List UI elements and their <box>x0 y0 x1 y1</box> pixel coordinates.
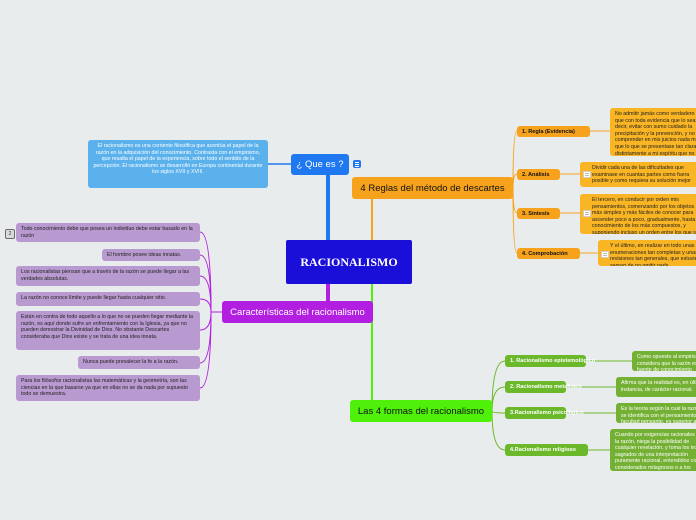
note-icon[interactable] <box>583 171 591 178</box>
forma-1-label: 1. Racionalismo epistemológico <box>510 358 596 364</box>
regla-3-label: 3. Síntesis <box>522 210 550 217</box>
regla-2-node[interactable]: 2. Análisis <box>517 169 560 180</box>
forma-4-text[interactable]: Cuando por exigencias racionales de la r… <box>610 429 696 471</box>
note-icon[interactable] <box>601 251 609 258</box>
caracteristica-6-text: Nunca puede prevalecer la fe a la razón. <box>83 359 179 365</box>
caracteristica-4[interactable]: La razón no conoce límite y puede llegar… <box>16 292 200 306</box>
que-es-description[interactable]: El racionalismo es una corriente filosóf… <box>88 140 268 188</box>
regla-2-text[interactable]: Dividir cada una de las dificultades que… <box>580 162 696 187</box>
caracteristica-3[interactable]: Los racionalistas piensan que a través d… <box>16 266 200 286</box>
regla-4-text-content: Y el último, en realizar en todo unas en… <box>610 243 696 266</box>
caracteristicas-label: Características del racionalismo <box>230 306 365 318</box>
caracteristica-5[interactable]: Están en contra de todo aquello a lo que… <box>16 311 200 350</box>
central-topic[interactable]: RACIONALISMO <box>286 240 412 284</box>
forma-3-text[interactable]: Es la teoría según la cual la razón se i… <box>616 403 696 423</box>
forma-1-node[interactable]: 1. Racionalismo epistemológico <box>505 355 595 367</box>
caracteristica-3-text: Los racionalistas piensan que a través d… <box>21 269 190 282</box>
reglas-label: 4 Reglas del método de descartes <box>360 182 505 194</box>
forma-1-text-content: Como opuesto al empirismo, considera que… <box>637 354 696 371</box>
count-badge[interactable]: 2 <box>5 229 15 239</box>
caracteristica-4-text: La razón no conoce límite y puede llegar… <box>21 295 167 301</box>
regla-3-text[interactable]: El tercero, en conducir por orden mis pe… <box>580 194 696 234</box>
caracteristica-2-text: El hombre posee ideas innatas. <box>107 252 182 258</box>
que-es-topic[interactable]: ¿ Que es ? <box>291 154 349 175</box>
regla-3-node[interactable]: 3. Síntesis <box>517 208 560 219</box>
regla-1-text-content: No admitir jamás como verdadero lo que c… <box>615 111 696 156</box>
central-topic-label: RACIONALISMO <box>300 254 398 269</box>
regla-1-label: 1. Regla (Evidencia) <box>522 128 575 135</box>
caracteristica-2[interactable]: El hombre posee ideas innatas. <box>102 249 200 261</box>
forma-1-text[interactable]: Como opuesto al empirismo, considera que… <box>632 351 696 371</box>
forma-2-label: 2. Racionalismo metafísico <box>510 384 582 390</box>
forma-2-text[interactable]: Afirma que la realidad es, en última ins… <box>616 377 696 397</box>
caracteristica-1[interactable]: Todo conocimiento debe que posea un indi… <box>16 223 200 242</box>
regla-2-text-content: Dividir cada una de las dificultades que… <box>592 165 691 185</box>
caracteristica-1-text: Todo conocimiento debe que posea un indi… <box>21 226 193 239</box>
que-es-label: ¿ Que es ? <box>296 159 344 170</box>
reglas-topic[interactable]: 4 Reglas del método de descartes <box>352 177 513 199</box>
caracteristica-5-text: Están en contra de todo aquello a lo que… <box>21 314 193 340</box>
count-badge-label: 2 <box>8 231 12 237</box>
forma-2-text-content: Afirma que la realidad es, en última ins… <box>621 380 696 393</box>
regla-3-text-content: El tercero, en conducir por orden mis pe… <box>592 197 696 234</box>
forma-3-node[interactable]: 3.Racionalismo psicológico <box>505 407 584 419</box>
regla-4-label: 4. Comprobación <box>522 250 568 257</box>
regla-1-text[interactable]: No admitir jamás como verdadero lo que c… <box>610 108 696 156</box>
list-icon[interactable] <box>353 160 361 168</box>
regla-2-label: 2. Análisis <box>522 171 550 178</box>
forma-4-node[interactable]: 4.Racionalismo religioso <box>505 444 588 456</box>
caracteristica-6[interactable]: Nunca puede prevalecer la fe a la razón. <box>78 356 200 369</box>
regla-4-node[interactable]: 4. Comprobación <box>517 248 580 259</box>
forma-4-label: 4.Racionalismo religioso <box>510 447 576 453</box>
caracteristica-7[interactable]: Para los filósofos racionalistas las mat… <box>16 375 200 401</box>
forma-4-text-content: Cuando por exigencias racionales de la r… <box>615 432 696 471</box>
regla-1-node[interactable]: 1. Regla (Evidencia) <box>517 126 590 137</box>
que-es-description-text: El racionalismo es una corriente filosóf… <box>93 143 263 176</box>
note-icon[interactable] <box>583 210 591 217</box>
regla-4-text[interactable]: Y el último, en realizar en todo unas en… <box>598 240 696 266</box>
forma-3-text-content: Es la teoría según la cual la razón se i… <box>621 406 696 423</box>
formas-topic[interactable]: Las 4 formas del racionalismo <box>350 400 492 422</box>
caracteristica-7-text: Para los filósofos racionalistas las mat… <box>21 378 188 398</box>
forma-3-label: 3.Racionalismo psicológico <box>510 410 584 416</box>
caracteristicas-topic[interactable]: Características del racionalismo <box>222 301 373 323</box>
forma-2-node[interactable]: 2. Racionalismo metafísico <box>505 381 582 393</box>
formas-label: Las 4 formas del racionalismo <box>357 405 485 417</box>
